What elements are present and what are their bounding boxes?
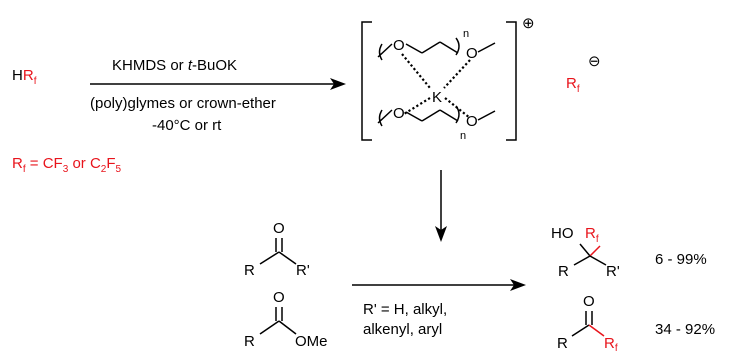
rf-definition: Rf = CF3 or C2F5 [12, 155, 122, 175]
conditions-temperature: -40°C or rt [152, 117, 222, 134]
alcohol-yield: 6 - 99% [655, 251, 707, 268]
alcohol-ho: HO [551, 225, 574, 242]
ketone-product-oxygen: O [583, 293, 595, 310]
reagent-f: f [34, 76, 37, 87]
rf-anion: Rf ⊖ [566, 53, 601, 95]
ester-oxygen: O [273, 289, 285, 306]
ketone-product-r: R [557, 335, 568, 352]
ester-r: R [244, 333, 255, 350]
second-reaction-arrow [352, 279, 526, 291]
anion-r: Rf [566, 75, 580, 95]
conditions-base: KHMDS or t-BuOK [112, 57, 237, 74]
conditions-solvent: (poly)glymes or crown-ether [90, 95, 276, 112]
alcohol-product: HO Rf R R' 6 - 99% [551, 225, 707, 280]
reagent-h: H [12, 67, 23, 84]
reagent-hrf: HRf [12, 67, 37, 87]
complex-positive-charge: ⊕ [522, 15, 535, 32]
anion-negative-charge: ⊖ [588, 53, 601, 70]
complex-n-top: n [463, 28, 469, 40]
complex-oxygen-bottom-right: O [466, 113, 478, 130]
complex-oxygen-top-left: O [393, 37, 405, 54]
ketone-product-rf: Rf [604, 335, 618, 354]
complex-n-bottom: n [460, 130, 466, 142]
ester-ome: OMe [295, 333, 328, 350]
ketone-substrate: O R R' [244, 220, 310, 279]
left-bracket [361, 21, 372, 141]
complex-oxygen-top-right: O [466, 45, 478, 62]
potassium-glyme-complex: O n O K O n O ⊕ [361, 15, 535, 142]
vertical-arrow [435, 170, 447, 242]
right-bracket [506, 21, 517, 141]
ester-substrate: O R OMe [244, 289, 328, 350]
complex-oxygen-bottom-left: O [393, 105, 405, 122]
ketone-r: R [244, 262, 255, 279]
second-conditions-line2: alkenyl, aryl [363, 321, 442, 338]
alcohol-rf: Rf [585, 225, 599, 245]
reagent-r: R [23, 67, 34, 84]
second-conditions-line1: R' = H, alkyl, [363, 301, 447, 318]
alcohol-r-prime: R' [606, 263, 620, 280]
complex-potassium: K [432, 89, 442, 106]
ketone-oxygen: O [273, 220, 285, 237]
alcohol-r: R [558, 263, 569, 280]
ketone-product-yield: 34 - 92% [655, 321, 715, 338]
ketone-product: O R Rf 34 - 92% [557, 293, 715, 354]
ketone-r-prime: R' [296, 262, 310, 279]
svg-text:HRf: HRf [12, 67, 37, 87]
first-reaction-arrow [90, 78, 346, 90]
